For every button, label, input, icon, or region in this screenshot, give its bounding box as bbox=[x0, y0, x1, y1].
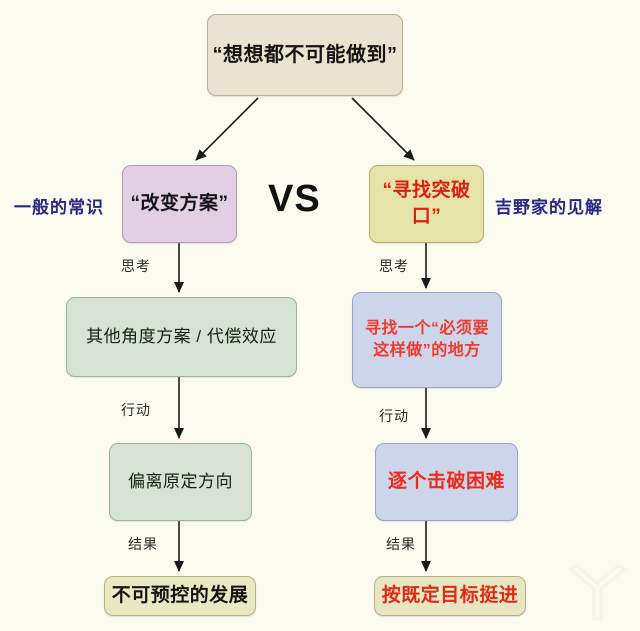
right-act-node: 逐个击破困难 bbox=[375, 443, 518, 521]
premise-node: “想想都不可能做到” bbox=[207, 14, 403, 96]
left-result-label: 不可预控的发展 bbox=[111, 585, 249, 607]
right-result-node: 按既定目标挺进 bbox=[374, 576, 526, 616]
watermark-logo-icon bbox=[567, 564, 628, 621]
left-act-edge-label: 行动 bbox=[121, 402, 151, 418]
right-act-label: 逐个击破困难 bbox=[387, 471, 505, 493]
edge-top-to-right-option bbox=[351, 97, 415, 161]
left-result-node: 不可预控的发展 bbox=[104, 576, 256, 616]
right-branch-caption: 吉野家的见解 bbox=[495, 198, 603, 217]
right-result-edge-label: 结果 bbox=[386, 536, 416, 552]
left-result-edge-label: 结果 bbox=[128, 536, 158, 552]
right-result-label: 按既定目标挺进 bbox=[381, 585, 519, 607]
left-think-label: 其他角度方案 / 代偿效应 bbox=[86, 326, 277, 346]
right-think-label-line1: 寻找一个“必须要 bbox=[364, 320, 489, 338]
vs-label: VS bbox=[268, 178, 321, 220]
left-option-label: “改变方案” bbox=[130, 193, 229, 215]
right-option-label: “寻找突破口” bbox=[382, 180, 471, 227]
edge-top-to-left-option bbox=[195, 97, 259, 161]
right-option-node: “寻找突破口” bbox=[369, 165, 484, 243]
left-branch-caption: 一般的常识 bbox=[14, 198, 104, 217]
left-act-node: 偏离原定方向 bbox=[109, 443, 252, 521]
left-option-node: “改变方案” bbox=[122, 165, 237, 243]
right-think-node: 寻找一个“必须要 这样做”的地方 bbox=[352, 292, 502, 388]
premise-node-label: “想想都不可能做到” bbox=[212, 43, 398, 66]
right-think-label-line2: 这样做”的地方 bbox=[373, 342, 481, 359]
left-act-label: 偏离原定方向 bbox=[128, 471, 233, 491]
right-act-edge-label: 行动 bbox=[379, 408, 409, 424]
left-think-edge-label: 思考 bbox=[121, 258, 151, 274]
right-think-edge-label: 思考 bbox=[379, 258, 409, 274]
left-think-node: 其他角度方案 / 代偿效应 bbox=[66, 297, 297, 377]
